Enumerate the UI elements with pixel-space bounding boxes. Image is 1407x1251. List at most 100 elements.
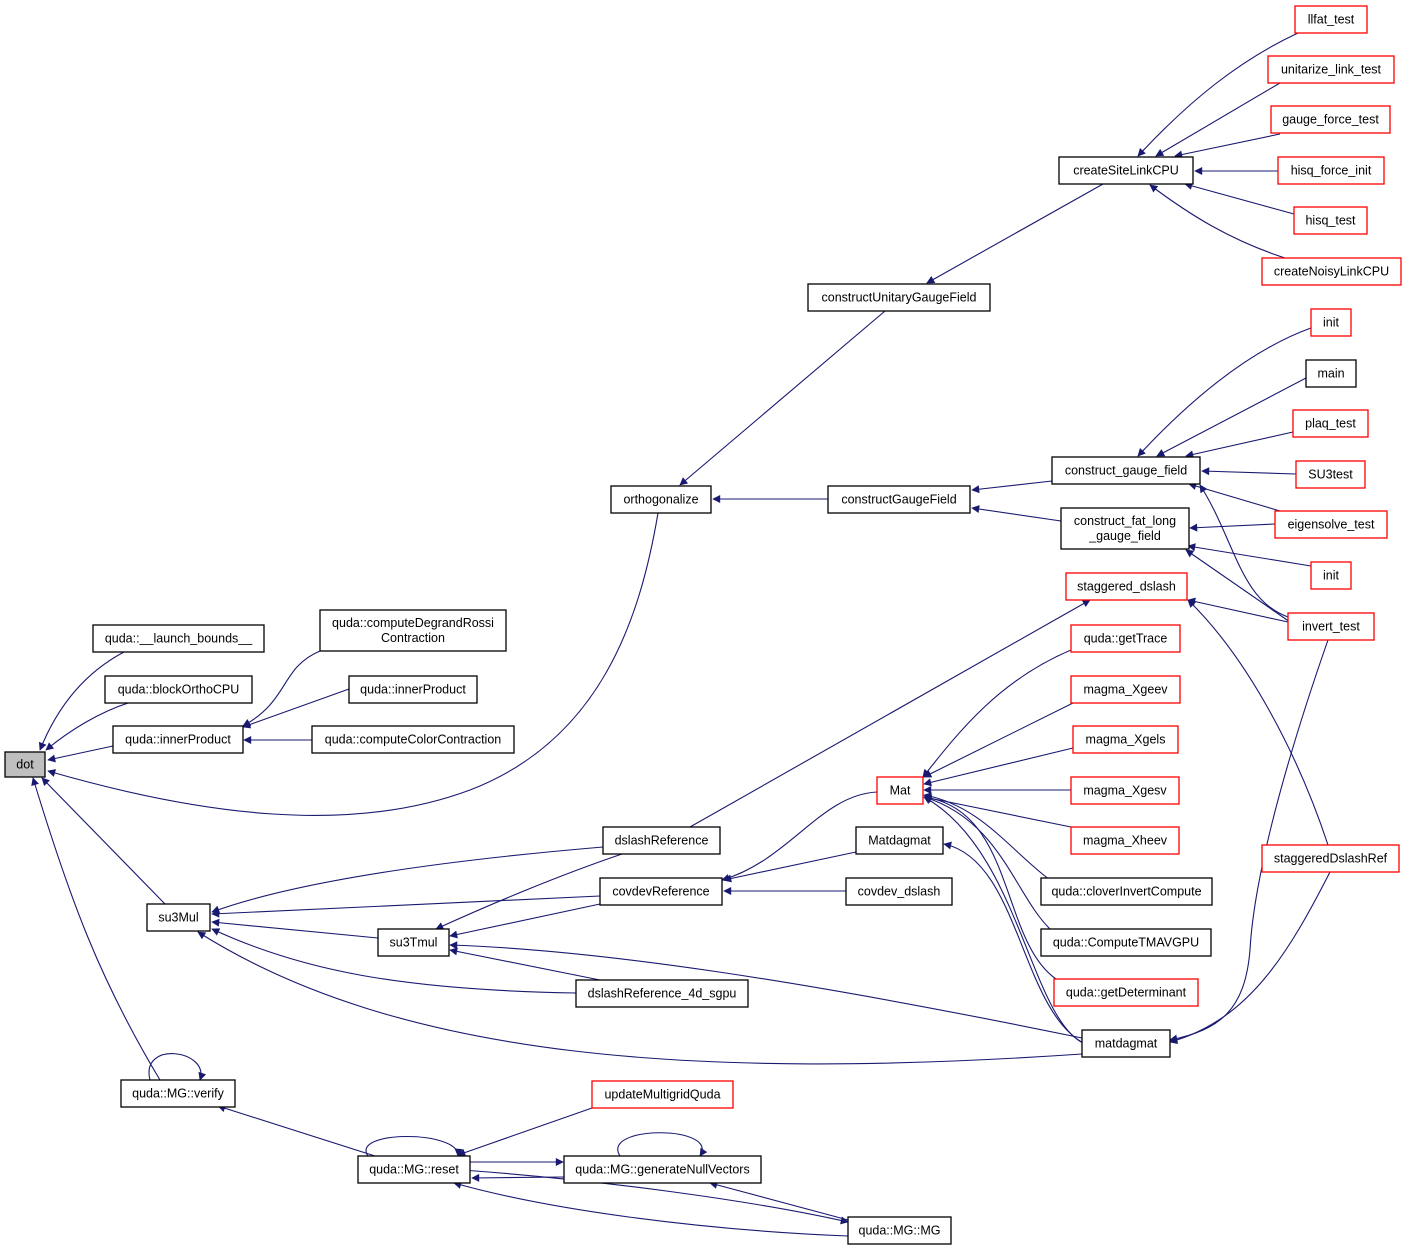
node-su3mul[interactable]: su3Mul bbox=[146, 903, 211, 932]
edge-invert_test-to-construct_fat_long bbox=[1185, 549, 1291, 623]
node-matdagmat[interactable]: matdagmat bbox=[1081, 1029, 1171, 1058]
edge-computeDegrandRossi-to-innerProduct_b bbox=[242, 650, 321, 727]
node-computecolorcontraction[interactable]: quda::computeColorContraction bbox=[311, 725, 515, 754]
node-box bbox=[1040, 928, 1212, 957]
node-box bbox=[319, 609, 507, 652]
node-getdeterminant[interactable]: quda::getDeterminant bbox=[1053, 978, 1199, 1007]
node-llfat-test[interactable]: llfat_test bbox=[1294, 5, 1368, 34]
node-label: hisq_force_init bbox=[1291, 164, 1372, 178]
node-hisq-force-init[interactable]: hisq_force_init bbox=[1277, 156, 1385, 185]
node-construct-gauge-field[interactable]: construct_gauge_field bbox=[1051, 456, 1201, 485]
node-mg-reset[interactable]: quda::MG::reset bbox=[357, 1155, 471, 1184]
node-box bbox=[1295, 460, 1366, 489]
edge-construct_fat_long-to-constructGaugeField bbox=[971, 505, 1062, 522]
node-label: magma_Xgels bbox=[1086, 733, 1166, 747]
node-box bbox=[855, 826, 944, 855]
node-constructunitarygaugefield[interactable]: constructUnitaryGaugeField bbox=[807, 283, 991, 312]
node-mg-verify[interactable]: quda::MG::verify bbox=[120, 1079, 236, 1108]
edge-gauge_force_test-to-createSiteLinkCPU bbox=[1174, 133, 1281, 159]
node-box bbox=[847, 1216, 952, 1245]
node-box bbox=[1053, 978, 1199, 1007]
node-covdevreference[interactable]: covdevReference bbox=[599, 877, 723, 906]
node-gauge-force-test[interactable]: gauge_force_test bbox=[1270, 105, 1391, 134]
node-box bbox=[112, 725, 244, 754]
node-label: Mat bbox=[890, 784, 911, 798]
node-label: orthogonalize bbox=[623, 493, 698, 507]
node-label: dslashReference bbox=[615, 834, 709, 848]
node-box bbox=[599, 877, 723, 906]
node-updatemultigridquda[interactable]: updateMultigridQuda bbox=[591, 1080, 734, 1109]
edge-invert_test-to-staggered_dslash bbox=[1187, 597, 1289, 623]
node-createnoisylinkcpu[interactable]: createNoisyLinkCPU bbox=[1261, 257, 1402, 286]
node-blockorthocpu[interactable]: quda::blockOrthoCPU bbox=[104, 675, 253, 704]
node-constructgaugefield[interactable]: constructGaugeField bbox=[827, 485, 971, 514]
node-box bbox=[876, 776, 924, 805]
edge-matdagmat-to-su3Mul bbox=[197, 931, 1083, 1065]
node-label: Contraction bbox=[381, 631, 445, 645]
node-magma-xheev[interactable]: magma_Xheev bbox=[1070, 826, 1180, 855]
node-mg-generatenullvectors[interactable]: quda::MG::generateNullVectors bbox=[563, 1155, 762, 1184]
node-box bbox=[1070, 675, 1181, 704]
node-createsitelinkcpu[interactable]: createSiteLinkCPU bbox=[1058, 156, 1194, 185]
node-box bbox=[845, 877, 953, 906]
node-label: main bbox=[1317, 367, 1344, 381]
node-hisq-test[interactable]: hisq_test bbox=[1293, 206, 1368, 235]
node-unitarize-link-test[interactable]: unitarize_link_test bbox=[1267, 55, 1395, 84]
node-box bbox=[827, 485, 971, 514]
node-dslashreference[interactable]: dslashReference bbox=[602, 826, 721, 855]
edge-dslashReference_4d_sgpu-to-su3Mul bbox=[211, 928, 577, 994]
node-box bbox=[311, 725, 515, 754]
node-launch-bounds[interactable]: quda::__launch_bounds__ bbox=[92, 624, 265, 653]
node-mg-mg[interactable]: quda::MG::MG bbox=[847, 1216, 952, 1245]
node-mat[interactable]: Mat bbox=[876, 776, 924, 805]
node-main[interactable]: main bbox=[1305, 359, 1357, 388]
node-covdev-dslash[interactable]: covdev_dslash bbox=[845, 877, 953, 906]
edge-covdevReference-to-su3Tmul bbox=[449, 903, 601, 939]
node-matdagmat[interactable]: Matdagmat bbox=[855, 826, 944, 855]
node-init-b[interactable]: init bbox=[1310, 561, 1352, 590]
node-magma-xgeev[interactable]: magma_Xgeev bbox=[1070, 675, 1181, 704]
edge-MG_MG-to-MG_generateNullVectors bbox=[709, 1181, 849, 1221]
node-construct-fat-long[interactable]: construct_fat_long_gauge_field bbox=[1060, 507, 1190, 550]
edge-staggeredDslashRef-to-staggered_dslash bbox=[1187, 599, 1329, 846]
node-eigensolve-test[interactable]: eigensolve_test bbox=[1274, 510, 1388, 539]
node-gettrace[interactable]: quda::getTrace bbox=[1070, 624, 1181, 653]
node-label: magma_Xheev bbox=[1083, 834, 1168, 848]
node-su3test[interactable]: SU3test bbox=[1295, 460, 1366, 489]
edge-MG_generateNullVectors-to-MG_generateNullVectors bbox=[617, 1132, 708, 1157]
node-box bbox=[1261, 257, 1402, 286]
edge-createNoisyLinkCPU-to-createSiteLinkCPU bbox=[1149, 184, 1286, 259]
node-box bbox=[1070, 776, 1180, 805]
edge-plaq_test-to-construct_gauge_field bbox=[1185, 431, 1294, 459]
node-magma-xgels[interactable]: magma_Xgels bbox=[1072, 725, 1179, 754]
node-orthogonalize[interactable]: orthogonalize bbox=[610, 485, 712, 514]
node-label: quda::MG::verify bbox=[132, 1087, 224, 1101]
node-init-a[interactable]: init bbox=[1310, 308, 1352, 337]
edge-Mat-to-covdevReference bbox=[721, 791, 878, 882]
edge-updateMultigridQuda-to-MG_reset bbox=[457, 1107, 593, 1157]
node-innerproduct-a[interactable]: quda::innerProduct bbox=[112, 725, 244, 754]
node-label: quda::computeDegrandRossi bbox=[332, 616, 494, 630]
edge-MG_reset-to-MG_verify bbox=[217, 1104, 376, 1157]
edge-staggeredDslashRef-to-matdagmat bbox=[1169, 871, 1331, 1044]
node-label: quda::cloverInvertCompute bbox=[1051, 885, 1201, 899]
node-staggereddslashref[interactable]: staggeredDslashRef bbox=[1261, 844, 1400, 873]
node-cloverinvertcompute[interactable]: quda::cloverInvertCompute bbox=[1040, 877, 1213, 906]
node-computetmavgpu[interactable]: quda::ComputeTMAVGPU bbox=[1040, 928, 1212, 957]
node-magma-xgesv[interactable]: magma_Xgesv bbox=[1070, 776, 1180, 805]
node-staggered-dslash[interactable]: staggered_dslash bbox=[1065, 572, 1188, 601]
edge-MG_reset-to-MG_reset bbox=[365, 1136, 463, 1157]
node-dslashreference-4d-sgpu[interactable]: dslashReference_4d_sgpu bbox=[575, 979, 749, 1008]
node-dot[interactable]: dot bbox=[4, 751, 46, 778]
node-label: updateMultigridQuda bbox=[604, 1088, 720, 1102]
node-innerproduct-b[interactable]: quda::innerProduct bbox=[348, 675, 478, 704]
edge-covdevReference-to-su3Mul bbox=[211, 895, 601, 918]
node-su3tmul[interactable]: su3Tmul bbox=[377, 928, 450, 957]
node-label: init bbox=[1323, 316, 1340, 330]
node-invert-test[interactable]: invert_test bbox=[1287, 612, 1375, 641]
node-box bbox=[1305, 359, 1357, 388]
edge-innerProduct_b-to-innerProduct_a bbox=[242, 688, 350, 729]
node-plaq-test[interactable]: plaq_test bbox=[1292, 409, 1369, 438]
